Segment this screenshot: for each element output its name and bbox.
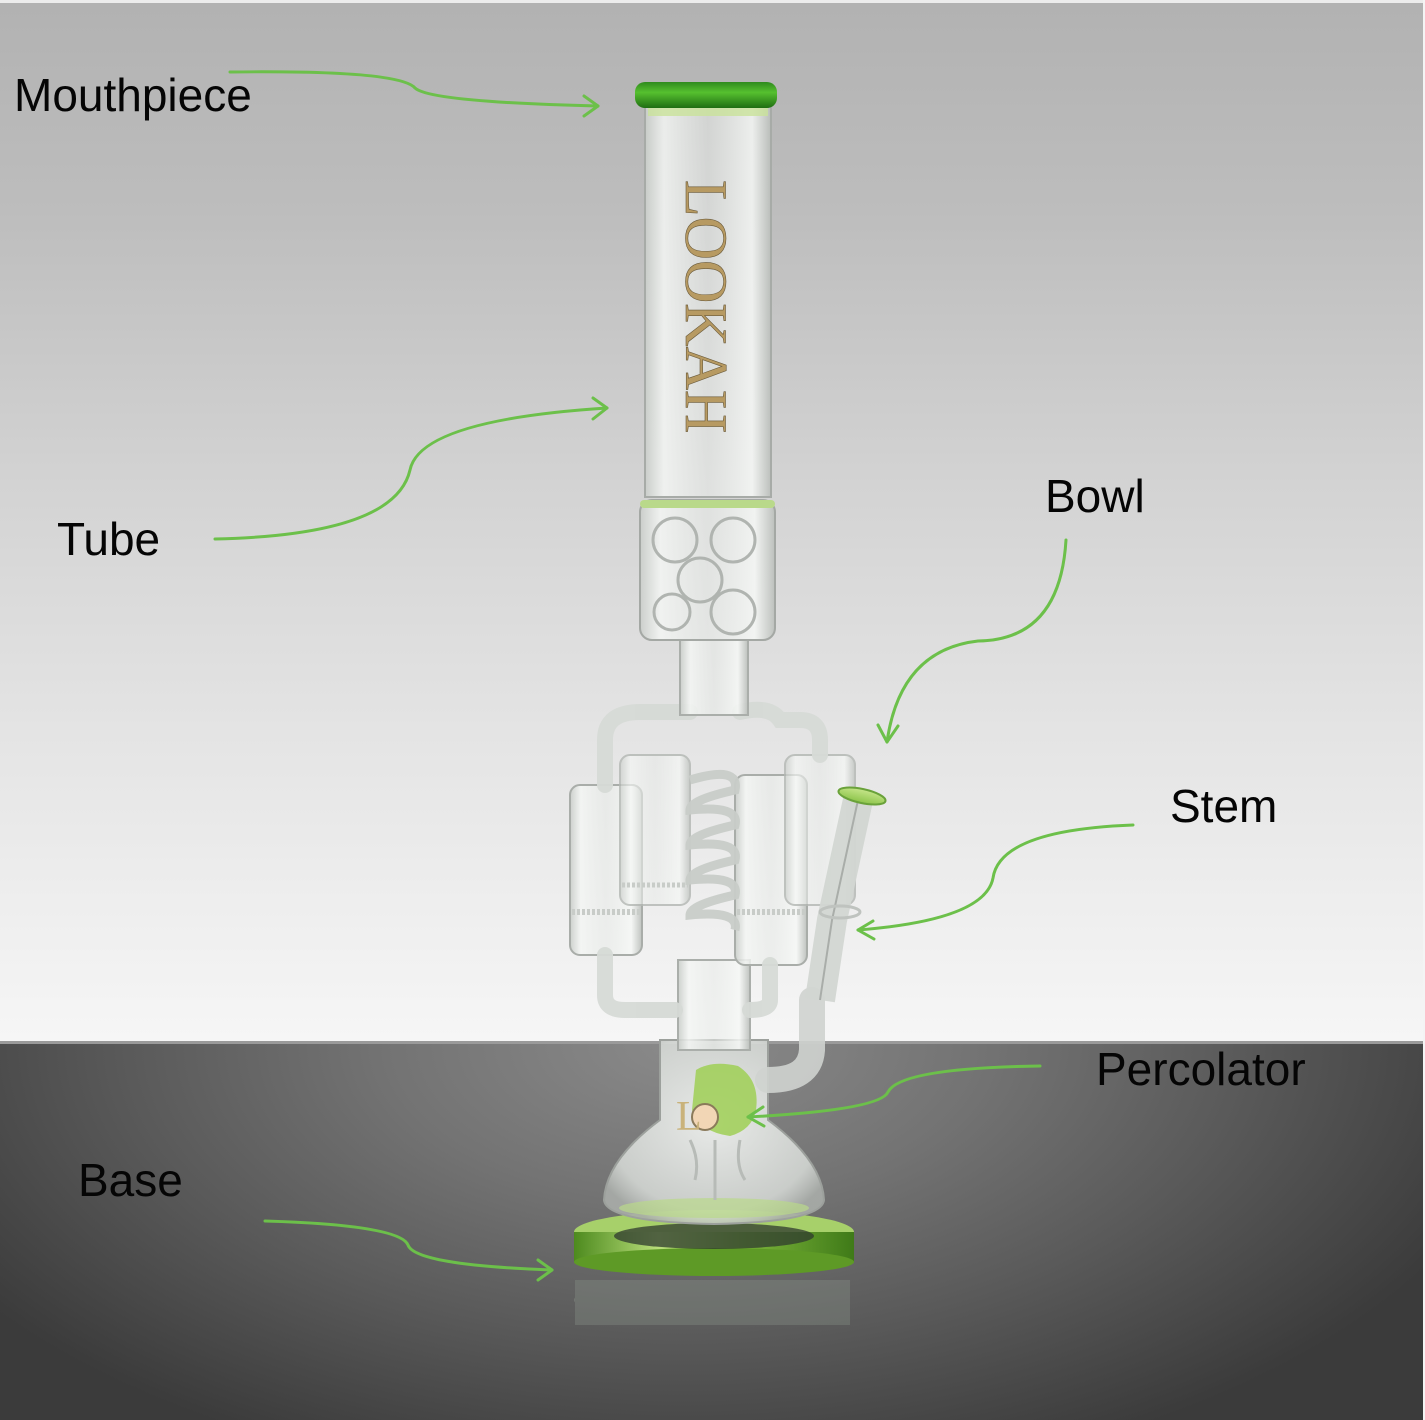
brand-logo-text: LOOKAH: [673, 180, 739, 433]
arrow-percolator: [746, 1064, 1042, 1119]
base-bulb: [602, 1039, 826, 1226]
label-percolator: Percolator: [1096, 1043, 1306, 1095]
arrow-bowl-head: [876, 723, 900, 744]
top-border: [0, 0, 1425, 3]
upper-joint: [679, 639, 749, 716]
stem-arm: [805, 786, 887, 1003]
main-tube: LOOKAH: [644, 104, 772, 498]
arrow-bowl: [885, 538, 1068, 744]
arrow-stem-head: [856, 919, 876, 941]
recycler-chambers: [569, 754, 856, 966]
arrow-base: [263, 1219, 554, 1272]
recycler-arms: [597, 701, 828, 1018]
right-border: [1423, 0, 1425, 1420]
label-base: Base: [78, 1154, 183, 1206]
label-tube: Tube: [57, 513, 161, 565]
coil: [685, 769, 740, 932]
svg-text:L: L: [676, 1094, 702, 1140]
label-bowl: Bowl: [1045, 470, 1145, 522]
tree-chamber: [639, 499, 776, 641]
arrow-percolator-head: [746, 1105, 766, 1128]
side-arm-elbow: [755, 987, 825, 1093]
base-reflection: [574, 1280, 850, 1325]
arrow-mouthpiece: [228, 70, 600, 108]
label-stem: Stem: [1170, 780, 1278, 832]
mouthpiece-rim: [635, 82, 777, 116]
lower-neck: [677, 959, 751, 1051]
arrow-mouthpiece-head: [582, 94, 600, 118]
arrow-stem: [856, 823, 1135, 932]
base-disc: [574, 1210, 854, 1276]
arrow-tube-head: [591, 396, 609, 421]
arrow-tube: [213, 406, 609, 541]
arrow-base-head: [536, 1258, 554, 1282]
percolator-unit: L: [676, 1063, 757, 1200]
label-mouthpiece: Mouthpiece: [14, 69, 252, 121]
